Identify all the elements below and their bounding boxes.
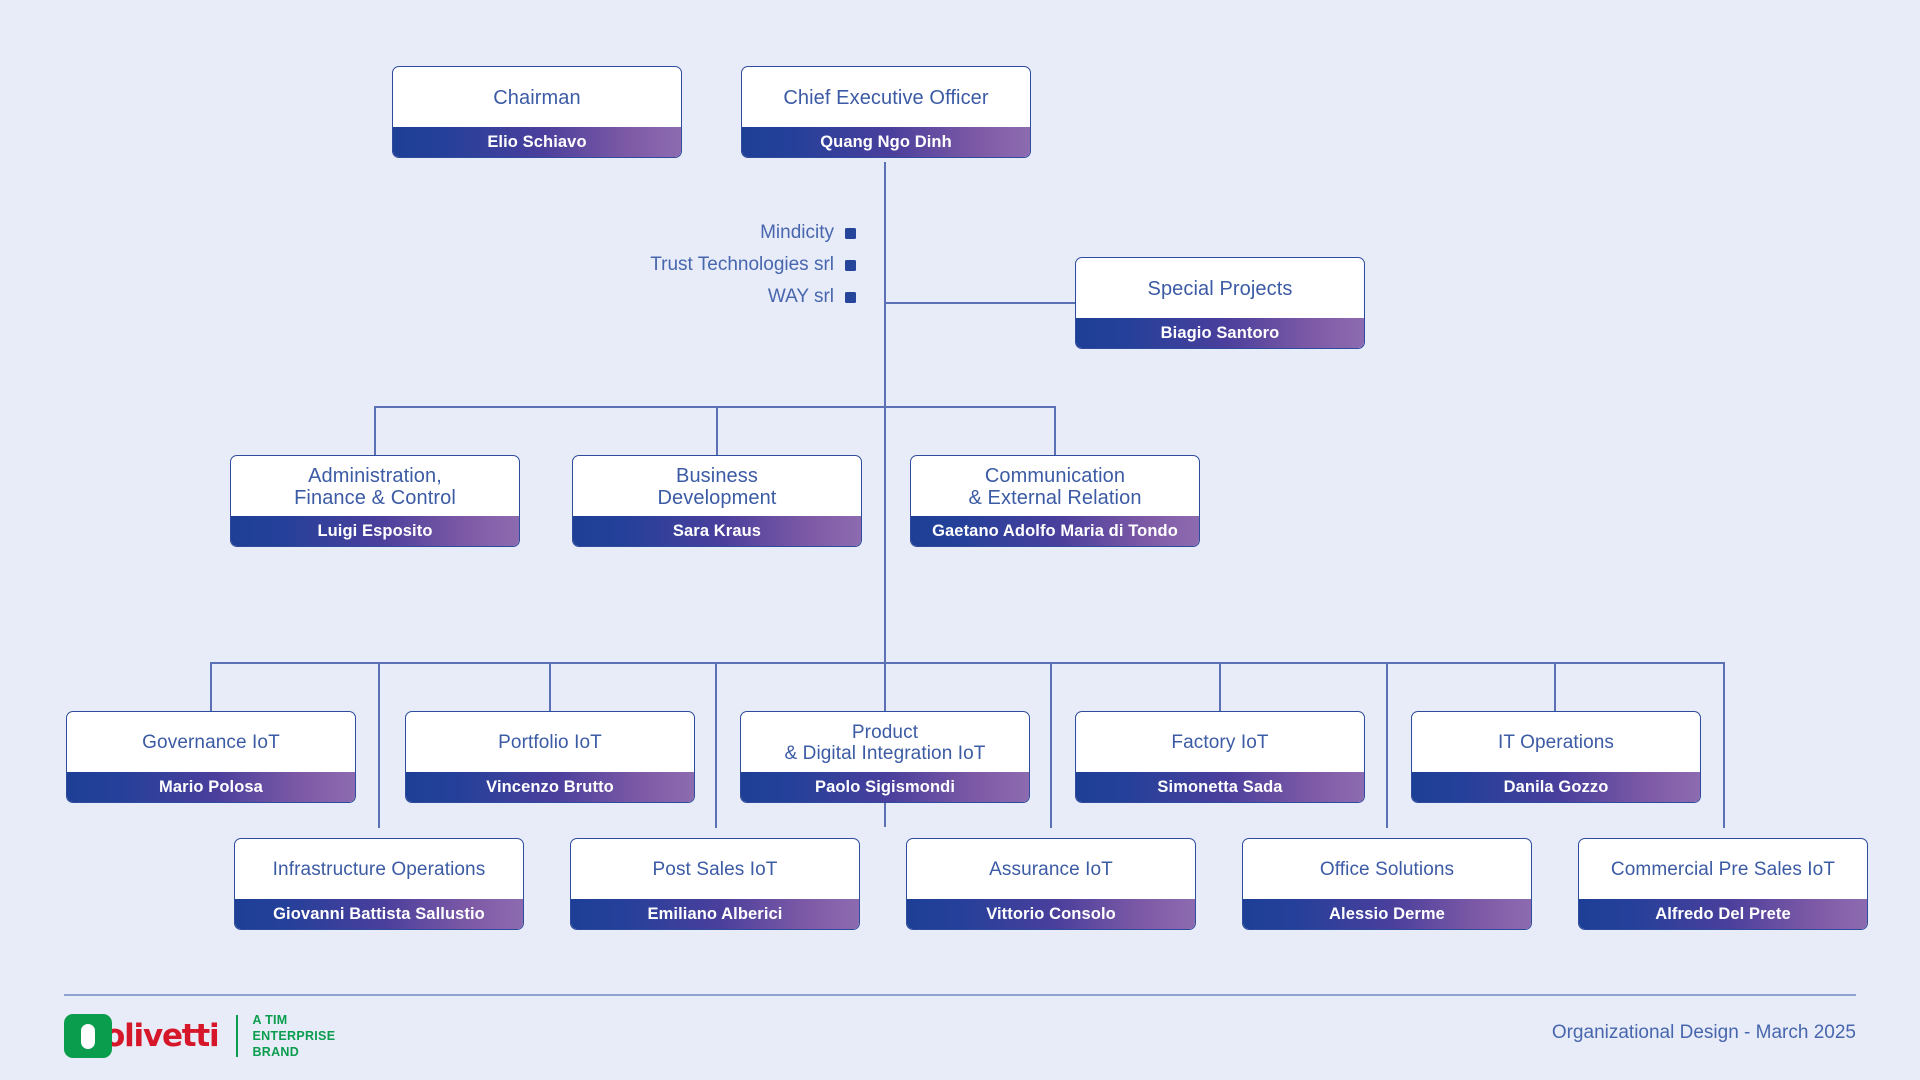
list-item[interactable]: WAY srl [768, 286, 856, 308]
node-office-solutions[interactable]: Office Solutions Alessio Derme [1242, 838, 1532, 930]
subsidiaries-list: Mindicity Trust Technologies srl WAY srl [650, 222, 856, 308]
node-factory-iot-person: Simonetta Sada [1076, 772, 1364, 802]
node-assurance-title: Assurance IoT [989, 859, 1113, 881]
connector-ceo-stem [884, 162, 886, 827]
square-bullet-icon [845, 259, 856, 271]
node-chairman[interactable]: Chairman Elio Schiavo [392, 66, 682, 158]
connector-unit-drop-presales [1723, 662, 1725, 828]
square-bullet-icon [845, 291, 856, 303]
node-administration-finance-control[interactable]: Administration, Finance & Control Luigi … [230, 455, 520, 547]
node-post-sales-title: Post Sales IoT [652, 859, 778, 881]
node-communication-title: Communication & External Relation [968, 464, 1142, 509]
node-office-solutions-title: Office Solutions [1319, 859, 1455, 881]
connector-staff-drop-3 [1054, 406, 1056, 456]
node-factory-iot[interactable]: Factory IoT Simonetta Sada [1075, 711, 1365, 803]
logo-mark: olivetti [64, 1014, 220, 1058]
node-infrastructure-operations[interactable]: Infrastructure Operations Giovanni Batti… [234, 838, 524, 930]
node-governance-iot[interactable]: Governance IoT Mario Polosa [66, 711, 356, 803]
logo-divider [236, 1015, 239, 1057]
node-ceo-title: Chief Executive Officer [783, 86, 989, 109]
connector-unit-drop-office [1386, 662, 1388, 828]
connector-unit-drop-factory [1219, 662, 1221, 712]
olivetti-logo: olivetti A TIM ENTERPRISE BRAND [64, 1012, 335, 1060]
node-infrastructure-person: Giovanni Battista Sallustio [235, 899, 523, 929]
connector-unit-drop-postsales [715, 662, 717, 828]
node-it-operations-title: IT Operations [1497, 732, 1615, 754]
node-infrastructure-title: Infrastructure Operations [272, 859, 486, 881]
connector-units-bus [210, 662, 1724, 664]
node-business-development[interactable]: Business Development Sara Kraus [572, 455, 862, 547]
node-portfolio-iot-person: Vincenzo Brutto [406, 772, 694, 802]
connector-unit-drop-portfolio [549, 662, 551, 712]
node-post-sales-person: Emiliano Alberici [571, 899, 859, 929]
node-ceo-person: Quang Ngo Dinh [742, 127, 1030, 157]
subsidiary-label: Trust Technologies srl [650, 254, 834, 275]
connector-special-projects [884, 302, 1076, 304]
logo-tagline: A TIM ENTERPRISE BRAND [252, 1013, 336, 1059]
subsidiary-label: Mindicity [760, 222, 834, 243]
footer-divider [64, 994, 1856, 996]
node-commercial-pre-sales-person: Alfredo Del Prete [1579, 899, 1867, 929]
node-governance-iot-title: Governance IoT [142, 732, 280, 754]
olivetti-o-icon [64, 1014, 112, 1058]
node-commercial-pre-sales-iot[interactable]: Commercial Pre Sales IoT Alfredo Del Pre… [1578, 838, 1868, 930]
connector-staff-drop-2 [716, 406, 718, 456]
connector-staff-drop-1 [374, 406, 376, 456]
node-portfolio-iot-title: Portfolio IoT [498, 732, 602, 754]
node-it-operations[interactable]: IT Operations Danila Gozzo [1411, 711, 1701, 803]
node-product-title: Product & Digital Integration IoT [784, 721, 986, 764]
connector-unit-drop-assurance [1050, 662, 1052, 828]
node-portfolio-iot[interactable]: Portfolio IoT Vincenzo Brutto [405, 711, 695, 803]
list-item[interactable]: Mindicity [760, 222, 856, 244]
node-office-solutions-person: Alessio Derme [1243, 899, 1531, 929]
connector-unit-drop-infrastructure [378, 662, 380, 828]
node-chief-executive-officer[interactable]: Chief Executive Officer Quang Ngo Dinh [741, 66, 1031, 158]
node-factory-iot-title: Factory IoT [1171, 732, 1269, 754]
node-special-projects-person: Biagio Santoro [1076, 318, 1364, 348]
node-commercial-pre-sales-title: Commercial Pre Sales IoT [1610, 859, 1836, 881]
logo-wordmark: olivetti [104, 1017, 220, 1054]
square-bullet-icon [845, 227, 856, 239]
node-administration-person: Luigi Esposito [231, 516, 519, 546]
node-business-development-title: Business Development [657, 464, 777, 509]
subsidiary-label: WAY srl [767, 286, 834, 307]
node-communication-external-relation[interactable]: Communication & External Relation Gaetan… [910, 455, 1200, 547]
node-special-projects-title: Special Projects [1147, 277, 1293, 300]
node-assurance-person: Vittorio Consolo [907, 899, 1195, 929]
node-product-person: Paolo Sigismondi [741, 772, 1029, 802]
node-it-operations-person: Danila Gozzo [1412, 772, 1700, 802]
node-special-projects[interactable]: Special Projects Biagio Santoro [1075, 257, 1365, 349]
node-governance-iot-person: Mario Polosa [67, 772, 355, 802]
node-post-sales-iot[interactable]: Post Sales IoT Emiliano Alberici [570, 838, 860, 930]
node-administration-title: Administration, Finance & Control [294, 464, 456, 509]
node-chairman-title: Chairman [493, 86, 581, 109]
footer-note: Organizational Design - March 2025 [1551, 1022, 1856, 1043]
connector-unit-drop-governance [210, 662, 212, 712]
node-chairman-person: Elio Schiavo [393, 127, 681, 157]
node-assurance-iot[interactable]: Assurance IoT Vittorio Consolo [906, 838, 1196, 930]
node-product-digital-integration-iot[interactable]: Product & Digital Integration IoT Paolo … [740, 711, 1030, 803]
connector-unit-drop-itops [1554, 662, 1556, 712]
node-business-development-person: Sara Kraus [573, 516, 861, 546]
connector-staff-bus [374, 406, 1056, 408]
node-communication-person: Gaetano Adolfo Maria di Tondo [911, 516, 1199, 546]
list-item[interactable]: Trust Technologies srl [650, 254, 856, 276]
